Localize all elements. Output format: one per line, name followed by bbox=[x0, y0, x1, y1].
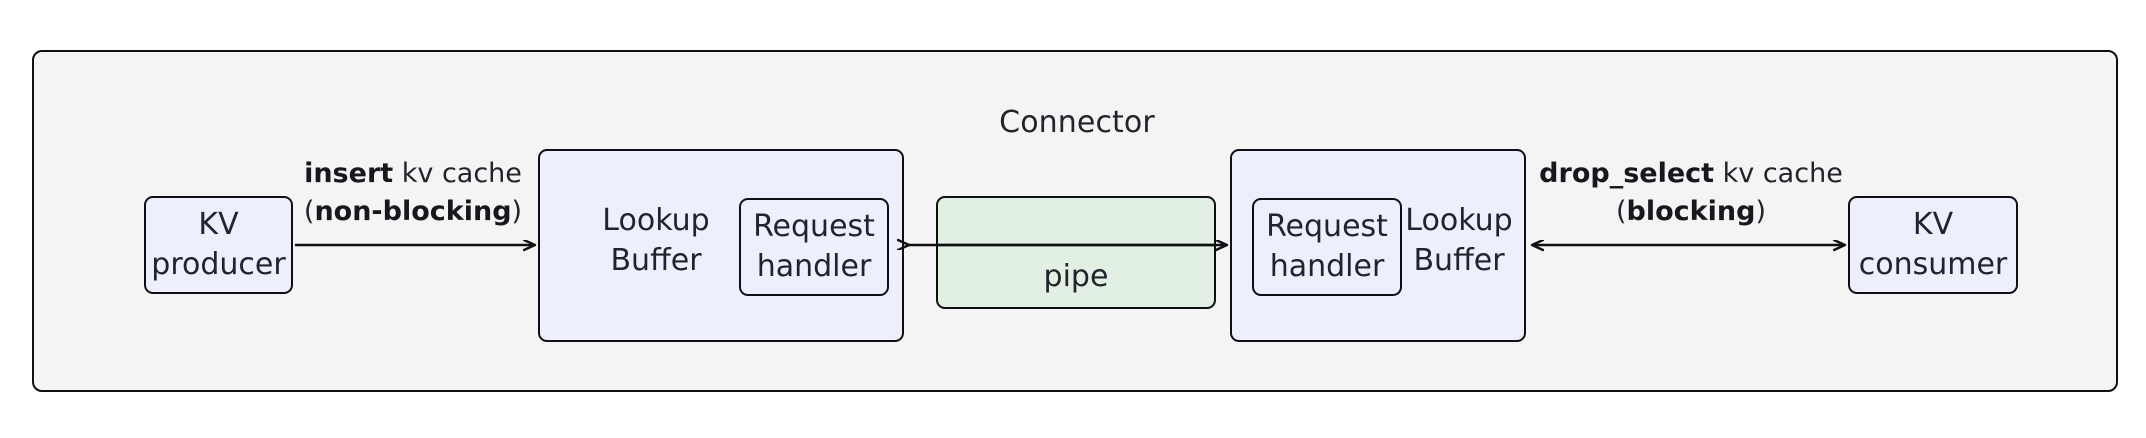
edge-label-drop-select-paren-open: ( bbox=[1616, 196, 1627, 228]
edge-label-drop-select: drop_select kv cache (blocking) bbox=[1531, 155, 1851, 232]
edge-label-drop-select-paren-close: ) bbox=[1755, 196, 1766, 228]
edge-label-insert-line1: insert kv cache bbox=[293, 155, 533, 193]
lookup-buffer-right-label-line2: Buffer bbox=[1413, 242, 1505, 278]
connector-title: Connector bbox=[999, 105, 1155, 140]
lookup-buffer-left-label: Lookup Buffer bbox=[586, 201, 726, 280]
lookup-buffer-right-label: Lookup Buffer bbox=[1389, 201, 1529, 280]
kv-producer-label-line1: KV bbox=[198, 207, 239, 243]
lookup-buffer-right-node: Request handler Lookup Buffer bbox=[1230, 149, 1526, 342]
edge-label-insert-paren-open: ( bbox=[303, 196, 315, 228]
edge-label-insert: insert kv cache (non-blocking) bbox=[293, 155, 533, 232]
lookup-buffer-left-label-line2: Buffer bbox=[610, 242, 702, 278]
edge-label-insert-bold: insert bbox=[304, 158, 394, 189]
edge-label-drop-select-line2: (blocking) bbox=[1531, 193, 1851, 231]
kv-consumer-node: KV consumer bbox=[1848, 196, 2018, 294]
request-handler-left-node: Request handler bbox=[739, 198, 889, 296]
request-handler-right-node: Request handler bbox=[1252, 198, 1402, 296]
request-handler-right-label-line1: Request bbox=[1266, 209, 1388, 245]
lookup-buffer-left-node: Lookup Buffer Request handler bbox=[538, 149, 904, 342]
edge-label-insert-mode: non-blocking bbox=[314, 196, 512, 228]
kv-producer-node: KV producer bbox=[144, 196, 293, 294]
request-handler-right-label-line2: handler bbox=[1269, 249, 1385, 284]
edge-label-insert-paren-close: ) bbox=[511, 196, 523, 228]
edge-label-drop-select-line1: drop_select kv cache bbox=[1531, 155, 1851, 193]
pipe-label: pipe bbox=[1043, 259, 1109, 295]
kv-consumer-label-line2: consumer bbox=[1858, 247, 2008, 282]
lookup-buffer-left-label-line1: Lookup bbox=[602, 203, 710, 238]
edge-label-drop-select-rest: kv cache bbox=[1714, 158, 1843, 189]
kv-consumer-label-line1: KV bbox=[1912, 207, 1954, 243]
request-handler-left-label-line1: Request bbox=[753, 209, 875, 245]
kv-producer-label-line2: producer bbox=[151, 247, 286, 282]
edge-label-insert-rest: kv cache bbox=[393, 158, 522, 189]
edge-label-insert-line2: (non-blocking) bbox=[293, 193, 533, 231]
lookup-buffer-right-label-line1: Lookup bbox=[1405, 203, 1513, 238]
edge-label-drop-select-bold: drop_select bbox=[1539, 158, 1715, 189]
pipe-node: pipe bbox=[936, 196, 1216, 309]
edge-label-drop-select-mode: blocking bbox=[1626, 196, 1756, 228]
request-handler-left-label-line2: handler bbox=[756, 249, 872, 284]
